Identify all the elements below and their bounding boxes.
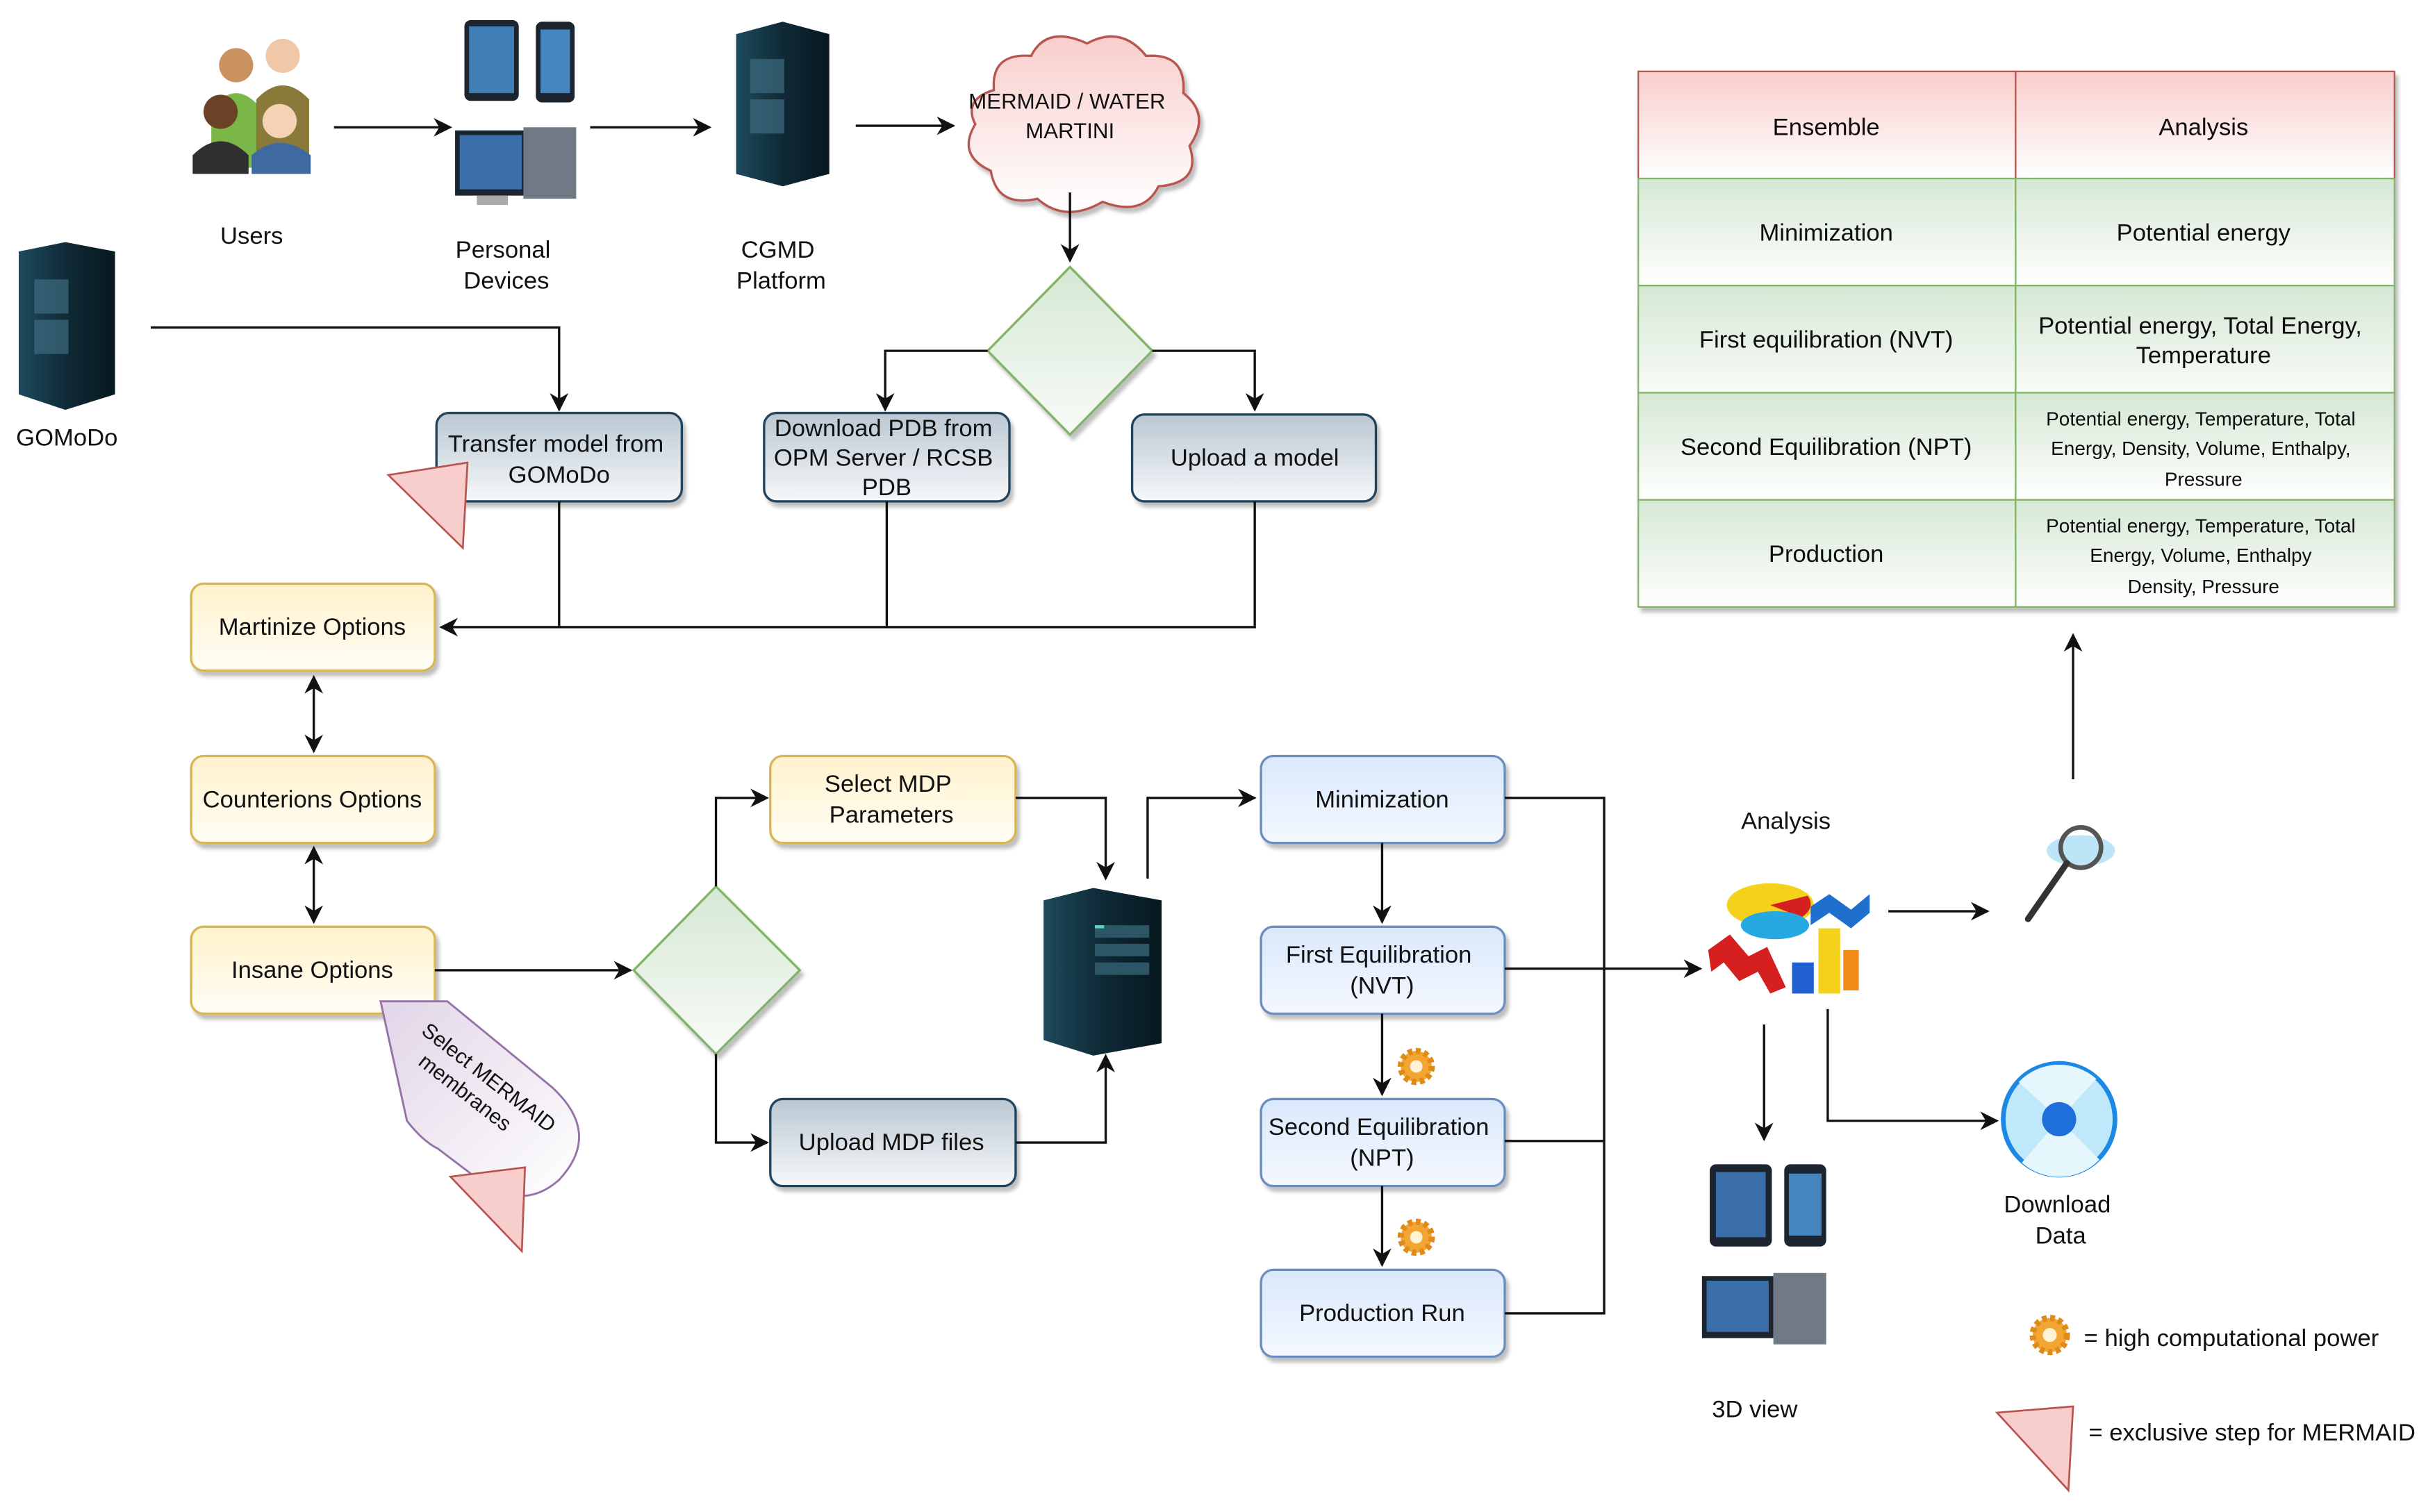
3d-view-label: 3D view [1712,1397,1798,1423]
table-row: First equilibration (NVT) Potential ener… [1637,285,2395,394]
edge-merge-martinize [439,501,1256,637]
personal-devices-icon [455,20,577,206]
second-equilibration-node[interactable]: Second Equilibration (NPT) [1260,1097,1506,1188]
insane-options-node[interactable]: Insane Options [190,925,436,1015]
mermaid-water-martini-cloud[interactable] [967,35,1200,213]
svg-text:Second Equilibration (NP: Second Equilibration (NPT) [1269,1114,1496,1172]
mermaid-exclusive-triangle [448,1166,527,1254]
edge-select-mdp-server [1015,797,1115,881]
table-row: Second Equilibration (NPT) Potential ene… [1637,392,2395,501]
gear-icon [1397,1047,1435,1086]
source-decision-diamond [986,265,1154,437]
legend: = high computational power = exclusive s… [1995,1315,2416,1493]
cgmd-platform-server-icon [736,22,829,187]
cloud-label: MERMAID / WATER MARTINI [968,89,1171,142]
download-data-disc-icon[interactable] [2001,1061,2118,1178]
transfer-model-node[interactable]: Transfer model from GOMoDo [435,411,684,503]
download-data-label: Download Data [2004,1192,2118,1249]
svg-text:Production: Production [1769,541,1884,567]
svg-text:Download PDB from OPM Se: Download PDB from OPM Server / RCSB PDB [774,415,1000,501]
svg-text:Potential energy, Temperature,: Potential energy, Temperature, Total Ene… [2046,408,2361,490]
personal-devices-label: Personal Devices [456,237,557,294]
mermaid-exclusive-triangle [386,461,469,551]
svg-text:Insane Options: Insane Options [231,957,393,983]
svg-text:Potential energy, Temperature,: Potential energy, Temperature, Total Ene… [2046,515,2361,597]
edge-decision-upload-mdp [714,1054,769,1152]
legend-triangle-text: = exclusive step for MERMAID [2088,1420,2415,1446]
analysis-label: Analysis [1741,808,1831,835]
svg-text:Select MDP Parameters: Select MDP Parameters [825,771,958,829]
svg-text:Martinize Options: Martinize Options [219,614,406,640]
svg-text:Potential energy: Potential energy [2117,219,2291,246]
production-run-node[interactable]: Production Run [1260,1268,1506,1359]
upload-model-node[interactable]: Upload a model [1130,413,1378,503]
edge-analysis-download [1826,1008,1999,1131]
svg-text:Minimization: Minimization [1759,219,1892,246]
svg-text:Minimization: Minimization [1315,786,1448,813]
users-icon [192,38,311,174]
edge-collector [1504,797,1606,1315]
counterions-options-node[interactable]: Counterions Options [190,754,436,845]
download-pdb-node[interactable]: Download PDB from OPM Server / RCSB PDB [763,411,1011,503]
select-mermaid-membranes-node[interactable]: Select MERMAID membranes [379,1000,580,1197]
edge-upload-mdp-server [1015,1054,1115,1144]
select-mdp-parameters-node[interactable]: Select MDP Parameters [769,754,1017,845]
svg-text:Potential energy, Total Energy: Potential energy, Total Energy, Temperat… [2038,313,2368,369]
svg-text:Counterions Options: Counterions Options [203,786,422,813]
magnifier-icon[interactable] [2024,824,2115,922]
users-label: Users [220,223,283,249]
svg-text:First equilibration (NVT): First equilibration (NVT) [1699,327,1954,354]
table-header-ensemble: Ensemble [1773,114,1880,140]
upload-mdp-files-node[interactable]: Upload MDP files [769,1097,1017,1188]
edge-decision-select-mdp [714,788,769,887]
edge-decision-upload [1152,349,1264,412]
legend-triangle-icon [1995,1405,2074,1493]
gear-icon [1397,1218,1435,1256]
analysis-table: Ensemble Analysis Minimization Potential… [1637,70,2395,608]
edge-server-minimization [1146,788,1257,879]
svg-text:Production Run: Production Run [1299,1300,1465,1327]
table-row: Production Potential energy, Temperature… [1637,499,2395,608]
3d-view-devices-icon[interactable] [1701,1164,1826,1345]
cgmd-platform-label: CGMD Platform [736,237,826,294]
table-header-analysis: Analysis [2159,114,2248,140]
svg-text:First Equilibration (NVT: First Equilibration (NVT) [1286,942,1478,999]
gomodo-label: GOMoDo [16,424,117,451]
first-equilibration-node[interactable]: First Equilibration (NVT) [1260,925,1506,1015]
gear-icon [2029,1315,2070,1356]
svg-text:Upload a model: Upload a model [1171,445,1339,472]
svg-text:Second Equilibration (NPT): Second Equilibration (NPT) [1681,434,1972,460]
edge-gomodo-transfer [150,326,569,412]
compute-server-icon [1043,888,1162,1056]
svg-text:Upload MDP files: Upload MDP files [799,1129,984,1156]
edge-decision-download [875,349,988,412]
martinize-options-node[interactable]: Martinize Options [190,582,436,672]
gomodo-server-icon [18,242,115,410]
mdp-decision-diamond [632,884,802,1056]
analysis-charts-icon[interactable] [1708,883,1870,994]
minimization-node[interactable]: Minimization [1260,754,1506,845]
svg-text:Transfer model from GOMo: Transfer model from GOMoDo [448,431,670,488]
table-row: Minimization Potential energy [1637,177,2395,287]
legend-gear-text: = high computational power [2084,1325,2379,1352]
